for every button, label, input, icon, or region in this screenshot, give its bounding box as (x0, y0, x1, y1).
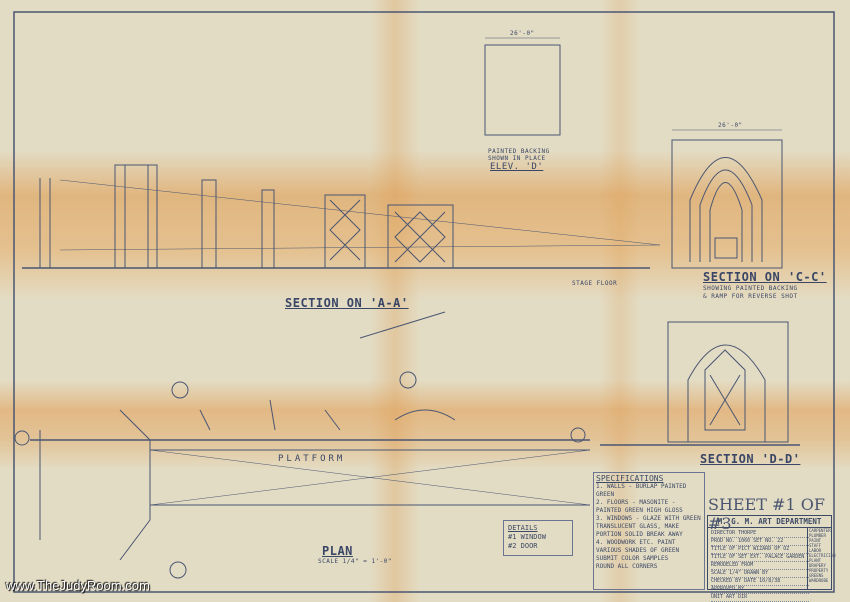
trade-item: WARDROBE (809, 578, 829, 583)
trade-item: GREENS (809, 573, 824, 578)
plan-view (14, 371, 591, 579)
plan-label: PLAN (322, 544, 353, 558)
details-title: DETAILS (508, 524, 538, 532)
title-row: UNIT ART DIR (711, 594, 809, 602)
trade-item: STAFF (809, 543, 822, 548)
specifications-title: SPECIFICATIONS (596, 474, 664, 483)
dimension-top: 26'-0" (510, 30, 535, 37)
trade-item: PAINT (809, 538, 822, 543)
section-aa-elevation (22, 164, 661, 339)
title-block-header: M. G. M. ART DEPARTMENT (708, 516, 831, 528)
trade-item: DRAPERY (809, 563, 826, 568)
details-box: DETAILS #1 WINDOW #2 DOOR (503, 520, 573, 556)
title-row: DIRECTOR THORPE (711, 530, 809, 538)
sheet-border (13, 11, 835, 593)
trade-item: ELECTRICIAN (809, 553, 836, 558)
painted-backing-label-2: SHOWN IN PLACE (488, 155, 546, 162)
spec-item: 1. WALLS - BURLAP PAINTED GREEN (596, 483, 687, 498)
title-row: SCALE 1/4" DRAWN BY (711, 570, 809, 578)
trade-item: CARPENTER (809, 528, 831, 533)
section-dd-label: SECTION 'D-D' (700, 452, 801, 466)
title-row: TITLE OF PICT WIZARD OF OZ (711, 546, 809, 554)
plan-scale: SCALE 1/4" = 1'-0" (318, 558, 393, 565)
detail-item: #1 WINDOW (508, 533, 546, 541)
trade-item: PLUMBER (809, 533, 826, 538)
title-block: M. G. M. ART DEPARTMENT DIRECTOR THORPE … (707, 515, 836, 602)
spec-item: 4. WOODWORK ETC. PAINT VARIOUS SHADES OF… (596, 539, 680, 554)
section-dd (600, 321, 800, 446)
section-aa-label: SECTION ON 'A-A' (285, 296, 409, 310)
sheet-number: SHEET #1 OF #3 (708, 495, 825, 533)
title-row: APPROVED BY (711, 586, 809, 594)
title-row: TITLE OF SET EXT. PALACE GARDEN (711, 554, 809, 562)
detail-item: #2 DOOR (508, 542, 538, 550)
specifications-box: SPECIFICATIONS 1. WALLS - BURLAP PAINTED… (593, 472, 705, 590)
title-row: REMODELED FROM (711, 562, 809, 570)
trade-item: PROPERTY (809, 568, 829, 573)
spec-item: 2. FLOORS - MASONITE - PAINTED GREEN HIG… (596, 499, 683, 514)
section-cc-label: SECTION ON 'C-C' (703, 270, 827, 284)
title-row: PROD NO. 1060 SET NO. 22 (711, 538, 809, 546)
painted-backing-label-1: PAINTED BACKING (488, 148, 550, 155)
section-cc-sub-2: & RAMP FOR REVERSE SHOT (703, 293, 798, 300)
spec-item: ROUND ALL CORNERS (596, 563, 658, 570)
stage-floor-label: STAGE FLOOR (572, 280, 618, 287)
trade-item: PLANT (809, 558, 822, 563)
platform-label: PLATFORM (278, 454, 346, 464)
section-cc (671, 129, 783, 269)
spec-item: SUBMIT COLOR SAMPLES (596, 555, 669, 562)
spec-item: 3. WINDOWS - GLAZE WITH GREEN TRANSLUCEN… (596, 515, 701, 538)
watermark: www.TheJudyRoom.com (6, 578, 150, 593)
dimension-cc: 26'-0" (718, 122, 743, 129)
section-cc-sub-1: SHOWING PAINTED BACKING (703, 285, 798, 292)
painted-backing-elevation (484, 37, 561, 136)
trades-column: CARPENTER PLUMBER PAINT STAFF LABOR ELEC… (807, 528, 836, 589)
title-row: CHECKED BY DATE 10/8/38 (711, 578, 809, 586)
trade-item: LABOR (809, 548, 822, 553)
elev-d-label: ELEV. 'D' (490, 162, 544, 172)
